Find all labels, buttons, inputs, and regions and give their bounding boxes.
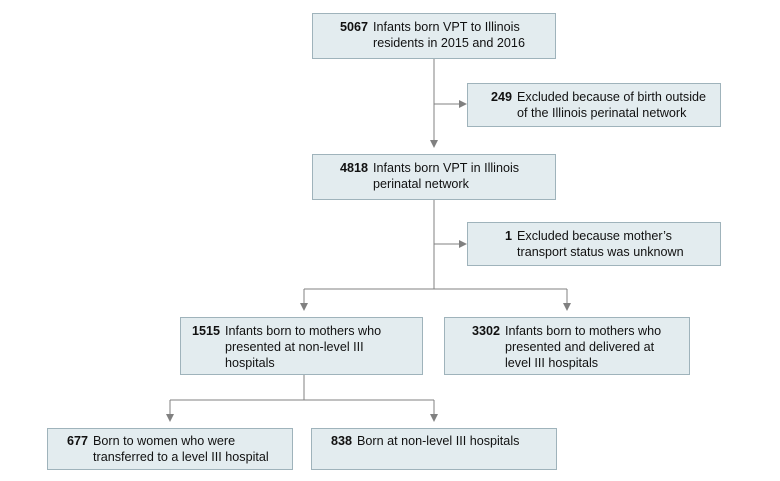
box-677: 677 Born to women who were transferred t… — [47, 428, 293, 470]
count-677: 677 — [66, 434, 88, 448]
label-1515: Infants born to mothers who presented at… — [225, 324, 382, 370]
label-5067: Infants born VPT to Illinois residents i… — [373, 20, 525, 50]
label-249: Excluded because of birth outside of the… — [517, 90, 707, 120]
box-249: 249 Excluded because of birth outside of… — [467, 83, 721, 127]
label-677: Born to women who were transferred to a … — [93, 434, 269, 464]
count-838: 838 — [330, 434, 352, 448]
box-5067: 5067 Infants born VPT to Illinois reside… — [312, 13, 556, 59]
count-1: 1 — [504, 229, 512, 243]
box-3302: 3302 Infants born to mothers who present… — [444, 317, 690, 375]
count-1515: 1515 — [191, 324, 220, 338]
label-3302: Infants born to mothers who presented an… — [505, 324, 662, 370]
label-1: Excluded because mother’s transport stat… — [517, 229, 684, 259]
box-1515: 1515 Infants born to mothers who present… — [180, 317, 423, 375]
count-249: 249 — [490, 90, 512, 104]
count-4818: 4818 — [339, 161, 368, 175]
count-3302: 3302 — [471, 324, 500, 338]
label-838: Born at non-level III hospitals — [357, 434, 520, 448]
count-5067: 5067 — [339, 20, 368, 34]
label-4818: Infants born VPT in Illinois perinatal n… — [373, 161, 520, 191]
box-838: 838 Born at non-level III hospitals — [311, 428, 557, 470]
box-4818: 4818 Infants born VPT in Illinois perina… — [312, 154, 556, 200]
box-1: 1 Excluded because mother’s transport st… — [467, 222, 721, 266]
